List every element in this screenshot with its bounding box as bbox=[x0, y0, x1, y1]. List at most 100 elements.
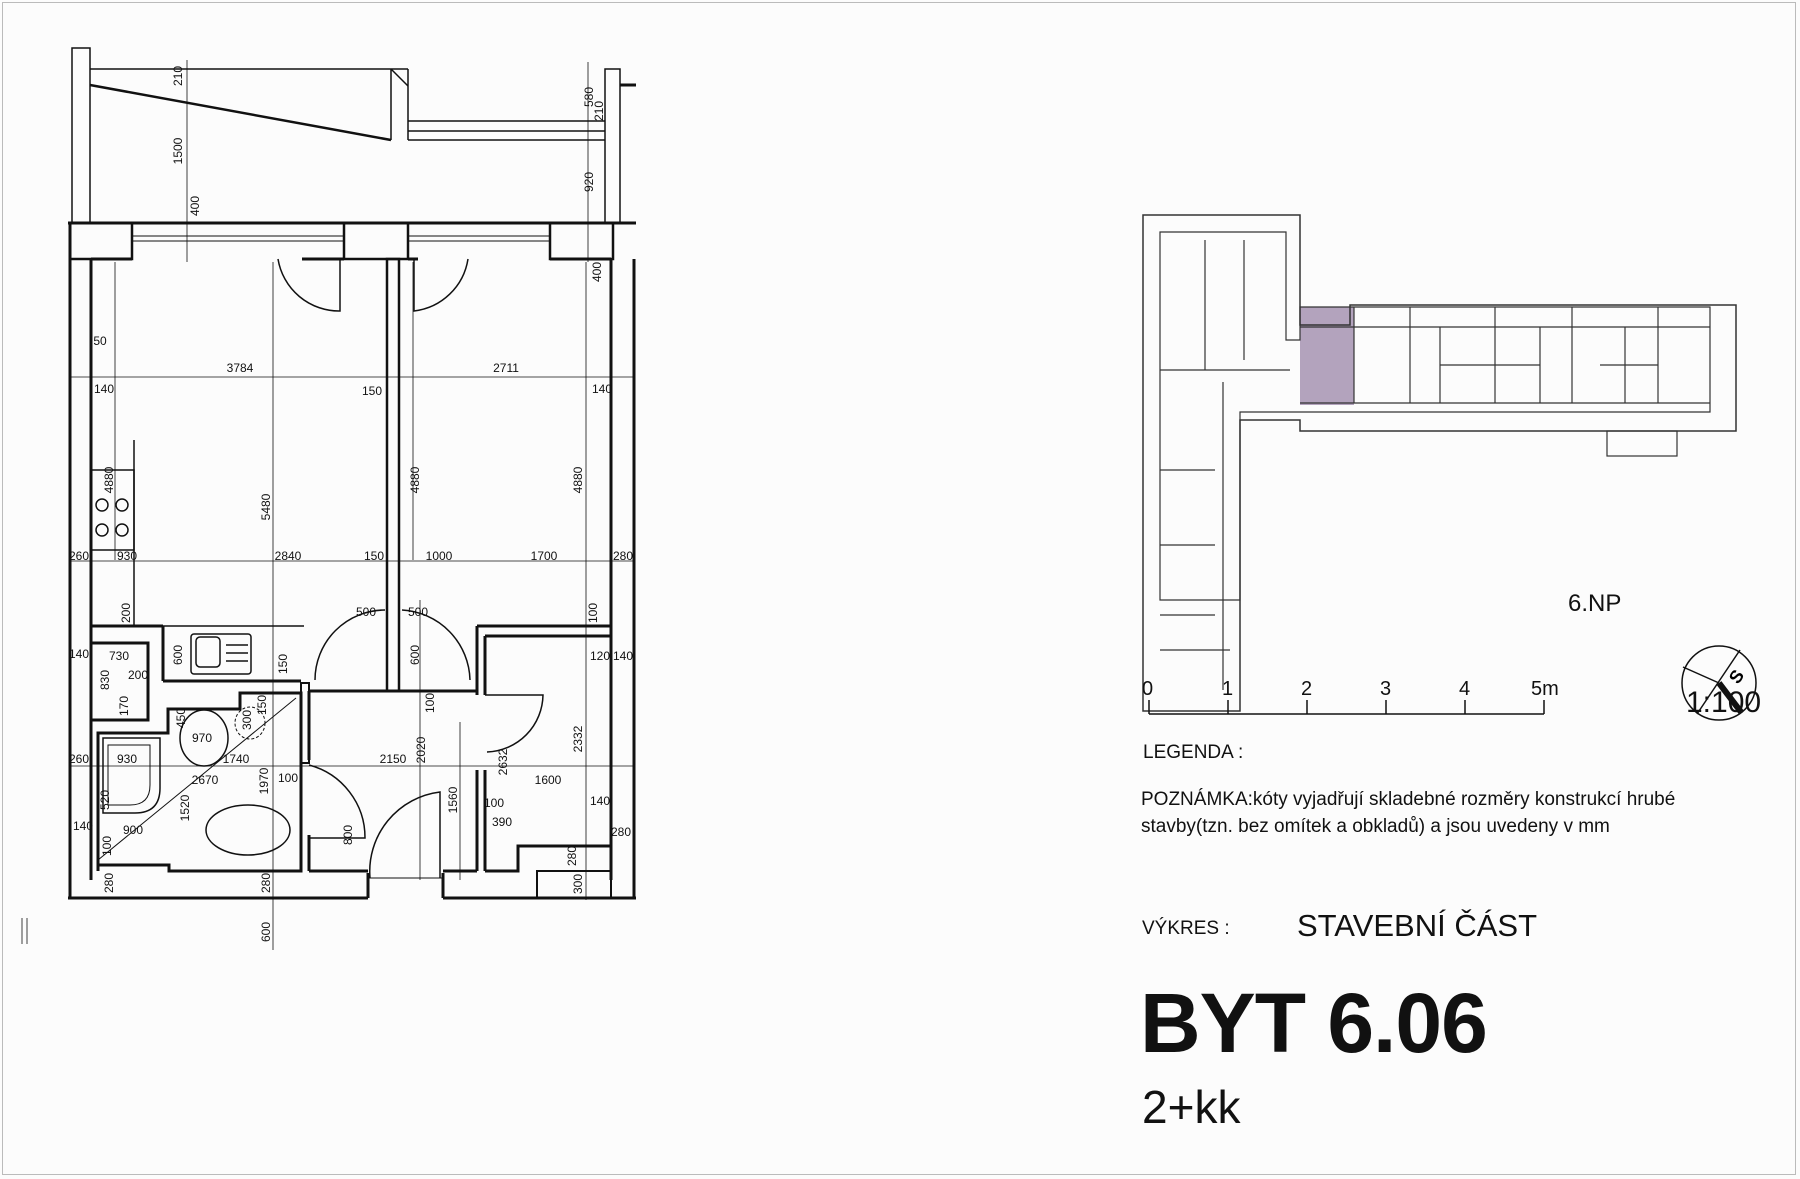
dimension-label: 1600 bbox=[535, 773, 562, 787]
dimension-label: 1520 bbox=[178, 794, 192, 821]
dimension-label: 5480 bbox=[259, 493, 273, 520]
dimension-label: 390 bbox=[492, 815, 512, 829]
dimension-label: 260 bbox=[69, 752, 89, 766]
dimension-label: 140 bbox=[613, 649, 633, 663]
dimension-label: 600 bbox=[408, 645, 422, 665]
dimension-label: 280 bbox=[259, 873, 273, 893]
dimension-label: 2632 bbox=[496, 748, 510, 775]
dimension-label: 400 bbox=[590, 262, 604, 282]
dimension-label: 150 bbox=[276, 654, 290, 674]
dimension-label: 400 bbox=[188, 196, 202, 216]
dimension-label: 280 bbox=[611, 825, 631, 839]
apartment-layout-type: 2+kk bbox=[1142, 1081, 1241, 1133]
dimension-label: 210 bbox=[592, 101, 606, 121]
scale-ratio: 1:100 bbox=[1686, 686, 1762, 719]
dimension-label: 140 bbox=[94, 382, 114, 396]
dimension-label: 1700 bbox=[531, 549, 558, 563]
dimension-label: 2670 bbox=[192, 773, 219, 787]
dimension-label: 2711 bbox=[493, 361, 519, 375]
dimension-label: 970 bbox=[192, 731, 212, 745]
dimension-label: 930 bbox=[117, 752, 137, 766]
dimension-label: 2332 bbox=[571, 725, 585, 752]
drawing-value: STAVEBNÍ ČÁST bbox=[1297, 908, 1538, 943]
doors bbox=[277, 258, 544, 879]
dimension-lines bbox=[21, 60, 634, 950]
dimension-label: 4880 bbox=[571, 466, 585, 493]
dimension-label: 150 bbox=[362, 384, 382, 398]
dimension-label: 100 bbox=[278, 771, 298, 785]
apartment-floor-plan bbox=[21, 47, 636, 950]
scale-tick-2: 2 bbox=[1301, 678, 1313, 700]
dimension-label: 3784 bbox=[227, 361, 254, 375]
dimension-label: 1970 bbox=[257, 767, 271, 794]
dimension-label: 170 bbox=[117, 696, 131, 716]
scale-tick-4: 4 bbox=[1459, 678, 1471, 700]
dimension-label: 280 bbox=[102, 873, 116, 893]
dimension-label: 920 bbox=[582, 172, 596, 192]
dimension-label: 1560 bbox=[446, 786, 460, 813]
dimension-label: 1000 bbox=[426, 549, 453, 563]
dimension-label: 4880 bbox=[408, 466, 422, 493]
bathroom bbox=[89, 641, 310, 873]
dimension-label: 580 bbox=[582, 87, 596, 107]
note-line-2: stavby(tzn. bez omítek a obkladů) a jsou… bbox=[1141, 816, 1610, 837]
dimension-label: 140 bbox=[73, 819, 93, 833]
dimension-label: 100 bbox=[586, 603, 600, 623]
dimension-label: 140 bbox=[69, 647, 89, 661]
balcony bbox=[71, 47, 636, 224]
dimension-label: 4880 bbox=[102, 466, 116, 493]
dimension-label: 150 bbox=[364, 549, 384, 563]
dimension-label: 100 bbox=[423, 693, 437, 713]
dimension-label: 520 bbox=[98, 790, 112, 810]
dimension-label: 500 bbox=[356, 605, 376, 619]
dimension-label: 140 bbox=[590, 794, 610, 808]
dimension-label: 100 bbox=[100, 836, 114, 856]
floor-label: 6.NP bbox=[1568, 590, 1622, 617]
key-plan bbox=[1142, 214, 1737, 712]
dimension-label: 200 bbox=[128, 668, 148, 682]
dimension-label: 1740 bbox=[223, 752, 250, 766]
dimension-label: 730 bbox=[109, 649, 129, 663]
note-line-1: POZNÁMKA:kóty vyjadřují skladebné rozměr… bbox=[1141, 789, 1676, 810]
dimension-label: 280 bbox=[613, 549, 633, 563]
apartment-title: BYT 6.06 bbox=[1140, 976, 1488, 1070]
legend-label: LEGENDA : bbox=[1143, 742, 1244, 763]
compass-letter: S bbox=[1725, 666, 1748, 687]
dimension-label: 100 bbox=[484, 796, 504, 810]
dimension-label: 210 bbox=[171, 66, 185, 86]
dimension-label: 830 bbox=[98, 670, 112, 690]
dimension-label: 300 bbox=[240, 710, 254, 730]
dimension-label: 300 bbox=[571, 874, 585, 894]
hall bbox=[307, 624, 612, 899]
scale-tick-1: 1 bbox=[1222, 678, 1234, 700]
dimension-label: 140 bbox=[592, 382, 612, 396]
dimension-label: 150 bbox=[255, 695, 269, 715]
apartment-highlight bbox=[1300, 307, 1354, 405]
dimension-label: 260 bbox=[69, 549, 89, 563]
dimension-label: 600 bbox=[259, 922, 273, 942]
dimension-label: 450 bbox=[174, 708, 188, 728]
dimension-label: 800 bbox=[341, 825, 355, 845]
scale-tick-3: 3 bbox=[1380, 678, 1392, 700]
dimension-label: 900 bbox=[123, 823, 143, 837]
dimension-label: 600 bbox=[171, 645, 185, 665]
scale-tick-0: 0 bbox=[1142, 678, 1154, 700]
dimension-label: 930 bbox=[117, 549, 137, 563]
drawing-label: VÝKRES : bbox=[1142, 918, 1230, 939]
dimension-label: 120 bbox=[590, 649, 610, 663]
scale-tick-5: 5m bbox=[1531, 678, 1559, 700]
north-arrow-icon bbox=[1681, 645, 1757, 721]
scale-bar bbox=[1148, 700, 1545, 715]
dimension-label: 500 bbox=[408, 605, 428, 619]
dimension-label: 1500 bbox=[171, 137, 185, 164]
dimension-label: 280 bbox=[565, 846, 579, 866]
dimension-label: 2150 bbox=[380, 752, 407, 766]
kitchen bbox=[90, 440, 304, 683]
dimension-label: 200 bbox=[119, 603, 133, 623]
walls bbox=[68, 221, 636, 900]
dimension-label: 50 bbox=[93, 334, 107, 348]
dimension-label: 2020 bbox=[414, 736, 428, 763]
